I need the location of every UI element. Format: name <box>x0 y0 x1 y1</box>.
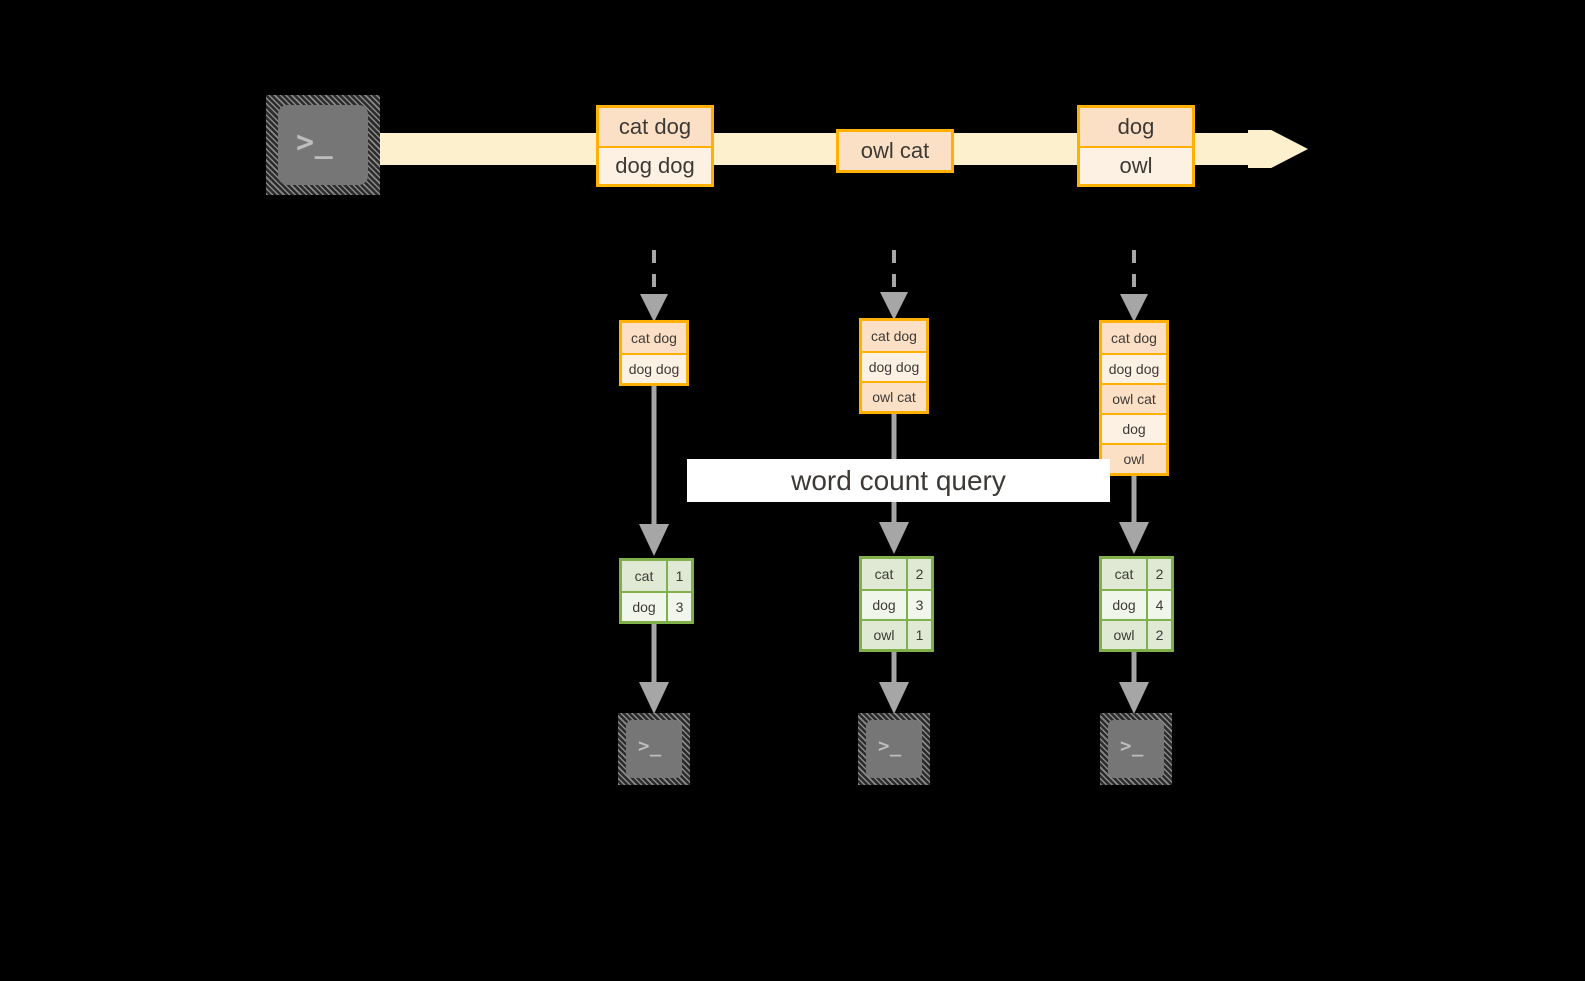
result-word: cat <box>862 559 906 589</box>
result-count: 2 <box>1146 621 1171 649</box>
query-label-text: word count query <box>791 464 1006 496</box>
table-row: cat 2 <box>862 559 931 589</box>
log-line: owl <box>1102 443 1166 473</box>
result-word: cat <box>1102 559 1146 589</box>
dashed-connector-2 <box>880 250 908 320</box>
result-word: owl <box>1102 621 1146 649</box>
result-count: 2 <box>906 559 931 589</box>
table-row: owl 2 <box>1102 619 1171 649</box>
table-row: dog 3 <box>622 591 691 621</box>
snapshot-2-log-table: cat dog dog dog owl cat <box>859 318 929 414</box>
message-line: owl <box>1080 146 1192 184</box>
result-word: cat <box>622 561 666 591</box>
producer-terminal-icon: >_ <box>266 95 380 195</box>
snapshot-3-consumer-terminal-icon: >_ <box>1100 713 1172 785</box>
log-line: owl cat <box>1102 383 1166 413</box>
message-line: owl cat <box>839 132 951 170</box>
result-count: 4 <box>1146 591 1171 619</box>
snapshot-1-log-table: cat dog dog dog <box>619 320 689 386</box>
result-count: 1 <box>906 621 931 649</box>
snapshot-1-query-arrow <box>639 384 669 556</box>
table-row: cat 2 <box>1102 559 1171 589</box>
stream-message-2: owl cat <box>836 129 954 173</box>
terminal-prompt-glyph: >_ <box>638 735 662 757</box>
snapshot-2-result-table: cat 2 dog 3 owl 1 <box>859 556 934 652</box>
table-row: dog 3 <box>862 589 931 619</box>
log-line: cat dog <box>622 323 686 353</box>
result-count: 3 <box>906 591 931 619</box>
result-count: 1 <box>666 561 691 591</box>
result-word: dog <box>622 593 666 621</box>
message-line: cat dog <box>599 108 711 146</box>
terminal-prompt-glyph: >_ <box>878 735 902 757</box>
log-line: dog dog <box>1102 353 1166 383</box>
log-line: dog dog <box>622 353 686 383</box>
log-line: cat dog <box>1102 323 1166 353</box>
message-line: dog <box>1080 108 1192 146</box>
terminal-prompt-glyph: >_ <box>296 125 334 160</box>
result-count: 2 <box>1146 559 1171 589</box>
stream-message-1: cat dog dog dog <box>596 105 714 187</box>
query-label: word count query <box>687 459 1110 502</box>
snapshot-3-output-arrow <box>1119 652 1149 714</box>
snapshot-2-output-arrow <box>879 652 909 714</box>
log-line: dog <box>1102 413 1166 443</box>
table-row: owl 1 <box>862 619 931 649</box>
log-line: owl cat <box>862 381 926 411</box>
snapshot-1-result-table: cat 1 dog 3 <box>619 558 694 624</box>
table-row: dog 4 <box>1102 589 1171 619</box>
snapshot-3-log-table: cat dog dog dog owl cat dog owl <box>1099 320 1169 476</box>
message-line: dog dog <box>599 146 711 184</box>
snapshot-3-query-arrow <box>1119 474 1149 554</box>
result-word: dog <box>1102 591 1146 619</box>
snapshot-1-consumer-terminal-icon: >_ <box>618 713 690 785</box>
snapshot-1-output-arrow <box>639 622 669 714</box>
dashed-connector-3 <box>1120 250 1148 322</box>
snapshot-2-consumer-terminal-icon: >_ <box>858 713 930 785</box>
stream-message-3: dog owl <box>1077 105 1195 187</box>
result-count: 3 <box>666 593 691 621</box>
table-row: cat 1 <box>622 561 691 591</box>
result-word: dog <box>862 591 906 619</box>
terminal-prompt-glyph: >_ <box>1120 735 1144 757</box>
result-word: owl <box>862 621 906 649</box>
log-line: dog dog <box>862 351 926 381</box>
snapshot-3-result-table: cat 2 dog 4 owl 2 <box>1099 556 1174 652</box>
dashed-connector-1 <box>640 250 668 322</box>
log-line: cat dog <box>862 321 926 351</box>
